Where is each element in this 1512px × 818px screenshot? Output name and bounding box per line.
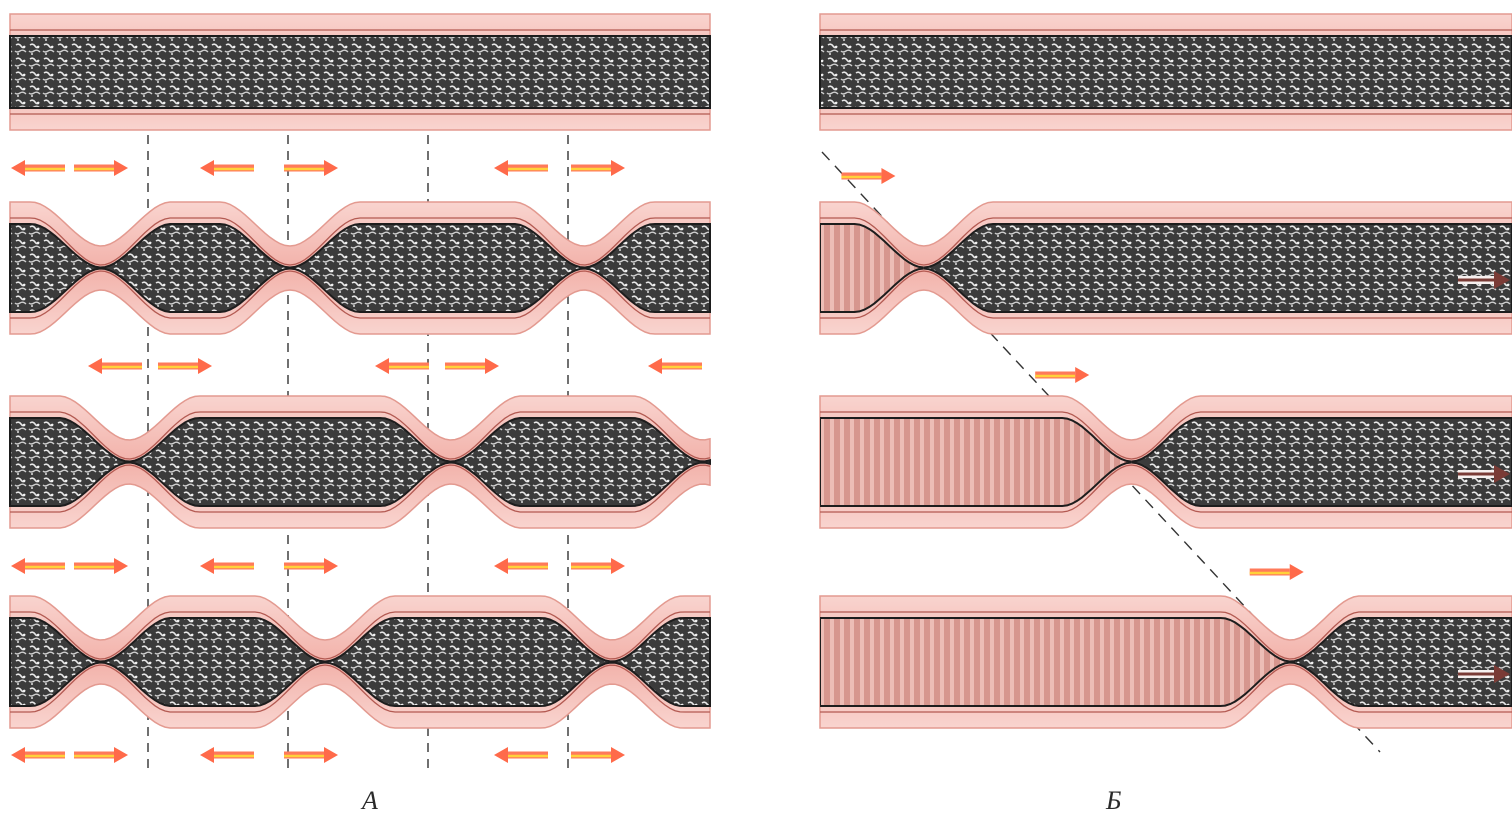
direction-arrow-left — [494, 558, 548, 574]
direction-arrow-right — [74, 747, 128, 763]
intestine-segment — [820, 396, 1512, 528]
direction-arrow-left — [88, 358, 142, 374]
direction-arrow-right — [284, 558, 338, 574]
intestine-segment — [10, 202, 710, 334]
direction-arrow-right — [571, 747, 625, 763]
intestine-segment — [820, 14, 1512, 130]
direction-arrow-right — [284, 160, 338, 176]
direction-arrow-right — [445, 358, 499, 374]
panel-a-label: А — [362, 786, 378, 816]
direction-arrow-left — [200, 558, 254, 574]
direction-arrow-left — [11, 747, 65, 763]
direction-arrow-left — [494, 747, 548, 763]
intestine-segment — [10, 14, 710, 130]
direction-arrow-left — [494, 160, 548, 176]
direction-arrow-right — [571, 558, 625, 574]
direction-arrow-left — [648, 358, 702, 374]
direction-arrow-left — [11, 558, 65, 574]
chyme-content — [10, 418, 710, 506]
chyme-content — [820, 224, 1512, 312]
direction-arrow-left — [375, 358, 429, 374]
direction-arrow-right — [74, 558, 128, 574]
direction-arrow-right — [571, 160, 625, 176]
direction-arrow-left — [11, 160, 65, 176]
direction-arrow-right — [284, 747, 338, 763]
intestine-segment — [10, 596, 710, 728]
chyme-content — [820, 36, 1512, 108]
panel-a-segmentation — [10, 14, 710, 770]
direction-arrow-right — [74, 160, 128, 176]
chyme-content — [10, 36, 710, 108]
intestine-segment — [820, 596, 1512, 728]
direction-arrow-right — [1250, 564, 1304, 580]
intestine-segment — [10, 396, 710, 528]
intestine-segment — [820, 202, 1512, 334]
panel-b-peristalsis — [820, 14, 1512, 752]
direction-arrow-right — [1035, 367, 1089, 383]
direction-arrow-left — [200, 747, 254, 763]
direction-arrow-left — [200, 160, 254, 176]
intestine-segment — [820, 14, 1512, 130]
panel-b-label: Б — [1106, 786, 1121, 816]
direction-arrow-right — [158, 358, 212, 374]
